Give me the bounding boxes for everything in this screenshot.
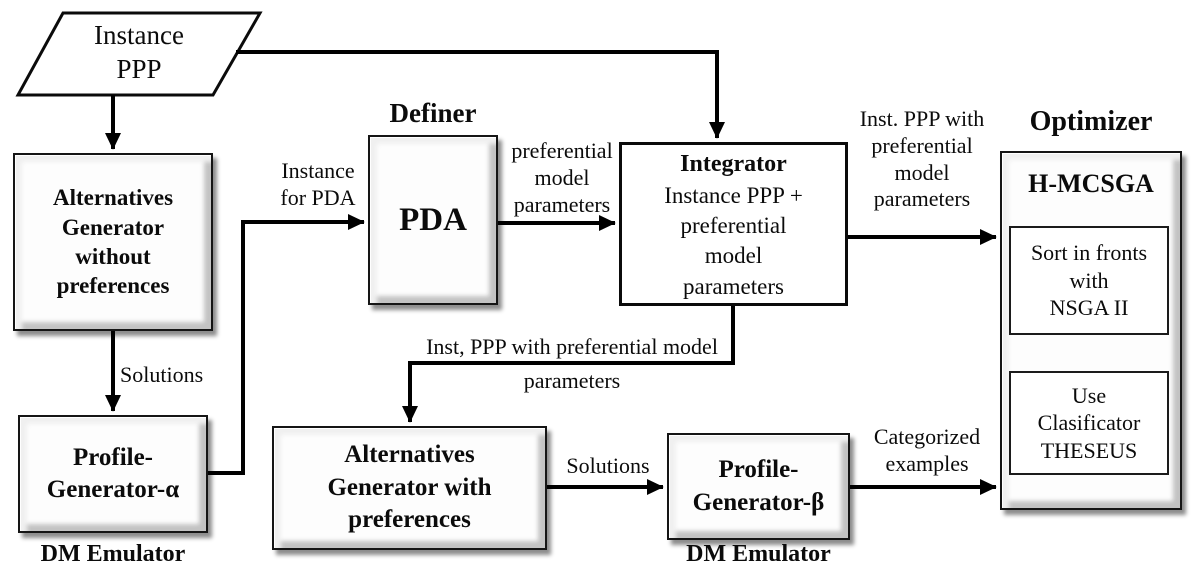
edge-label-inst-ppp-mid-top: Inst, PPP with preferential model — [426, 334, 718, 359]
edge-label-solutions-left: Solutions — [120, 362, 204, 387]
edge-label-solutions-mid: Solutions — [566, 453, 650, 478]
alt-gen-without-preferences-box: Alternatives Generator without preferenc… — [13, 153, 213, 331]
edge-label-inst-ppp-with-right: Inst. PPP with preferential model parame… — [859, 106, 985, 212]
instance-ppp-parallelogram — [15, 11, 263, 97]
edge-label-inst-ppp-mid-bottom: parameters — [523, 368, 621, 393]
edge-label-preferential-model-parameters: preferential model parameters — [511, 138, 613, 217]
optimizer-section-title: Optimizer — [1029, 106, 1153, 137]
edge-label-categorized-examples: Categorized examples — [873, 424, 981, 476]
definer-section-title: Definer — [389, 98, 477, 128]
instance-ppp-node: Instance PPP — [94, 20, 184, 84]
connector-integrator-to-altgen-with — [402, 302, 735, 423]
sort-in-fronts-box: Sort in fronts with NSGA II — [1009, 226, 1169, 335]
connector-alpha-to-pda — [208, 214, 365, 475]
integrator-body: Instance PPP + preferential model parame… — [664, 182, 803, 299]
edge-label-instance-for-pda: Instance for PDA — [280, 158, 356, 210]
profile-generator-beta-box: Profile- Generator-β — [667, 433, 850, 540]
connector-ppp-to-integrator — [236, 50, 725, 139]
alt-gen-with-preferences-box: Alternatives Generator with preferences — [272, 426, 547, 550]
dm-emulator-label-left: DM Emulator — [40, 541, 186, 567]
integrator-box: Integrator Instance PPP + preferential m… — [619, 142, 848, 306]
dm-emulator-label-right: DM Emulator — [686, 541, 831, 567]
hmcsga-box: H-MCSGA Sort in fronts with NSGA II Use … — [1000, 151, 1182, 510]
hmcsga-title: H-MCSGA — [1028, 169, 1154, 198]
pda-box: PDA — [368, 135, 498, 305]
integrator-title: Integrator — [680, 151, 787, 177]
profile-generator-alpha-box: Profile- Generator-α — [18, 415, 208, 533]
use-clasificator-box: Use Clasificator THESEUS — [1009, 371, 1169, 475]
